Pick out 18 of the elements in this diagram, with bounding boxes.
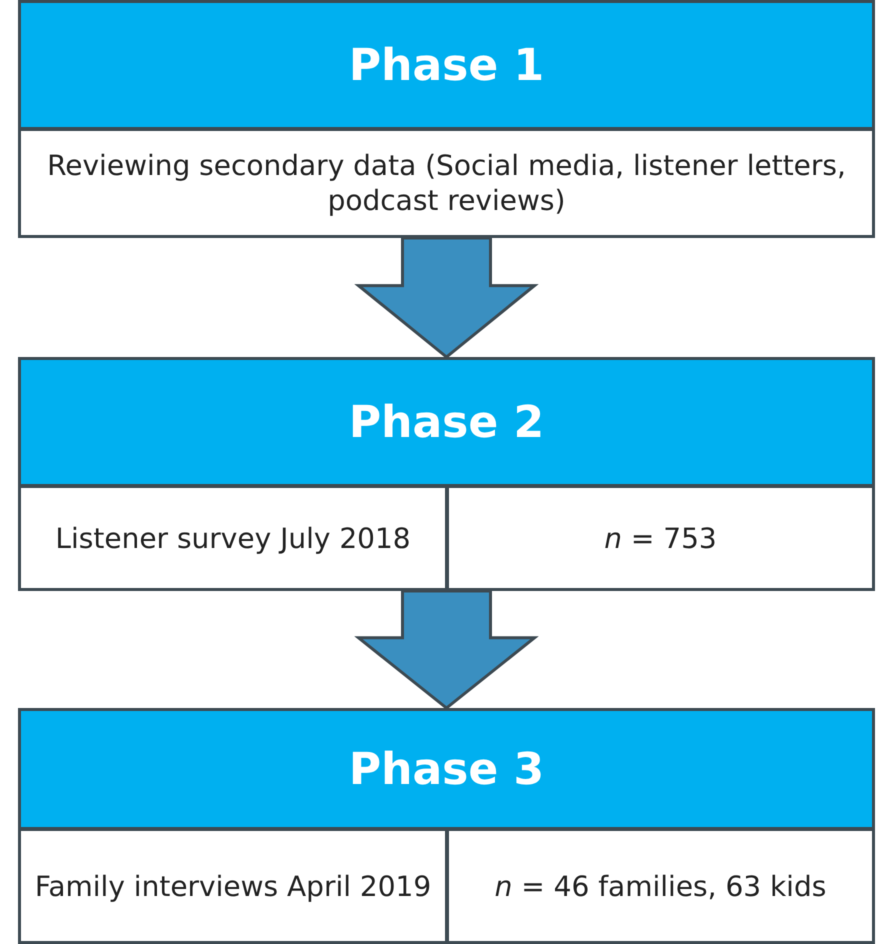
phase-title: Phase 3 bbox=[348, 744, 544, 794]
description-box bbox=[446, 828, 875, 944]
description-box bbox=[18, 128, 875, 238]
phase-header bbox=[18, 357, 875, 487]
phase-title: Phase 2 bbox=[348, 396, 544, 448]
phase-header bbox=[18, 0, 875, 130]
description-text: n = 753 bbox=[604, 520, 717, 556]
description-text: Listener survey July 2018 bbox=[55, 520, 411, 556]
description-box bbox=[18, 828, 448, 944]
phase-title: Phase 1 bbox=[348, 40, 544, 90]
description-text: Family interviews April 2019 bbox=[34, 868, 432, 904]
block-arrow bbox=[354, 236, 539, 359]
phase-header bbox=[18, 708, 875, 830]
description-box bbox=[446, 485, 875, 591]
description-box bbox=[18, 485, 448, 591]
description-text: Reviewing secondary data (Social media, listener letters, podcast reviews) bbox=[46, 148, 847, 218]
block-arrow bbox=[354, 590, 539, 710]
description-text: n = 46 families, 63 kids bbox=[494, 868, 826, 904]
